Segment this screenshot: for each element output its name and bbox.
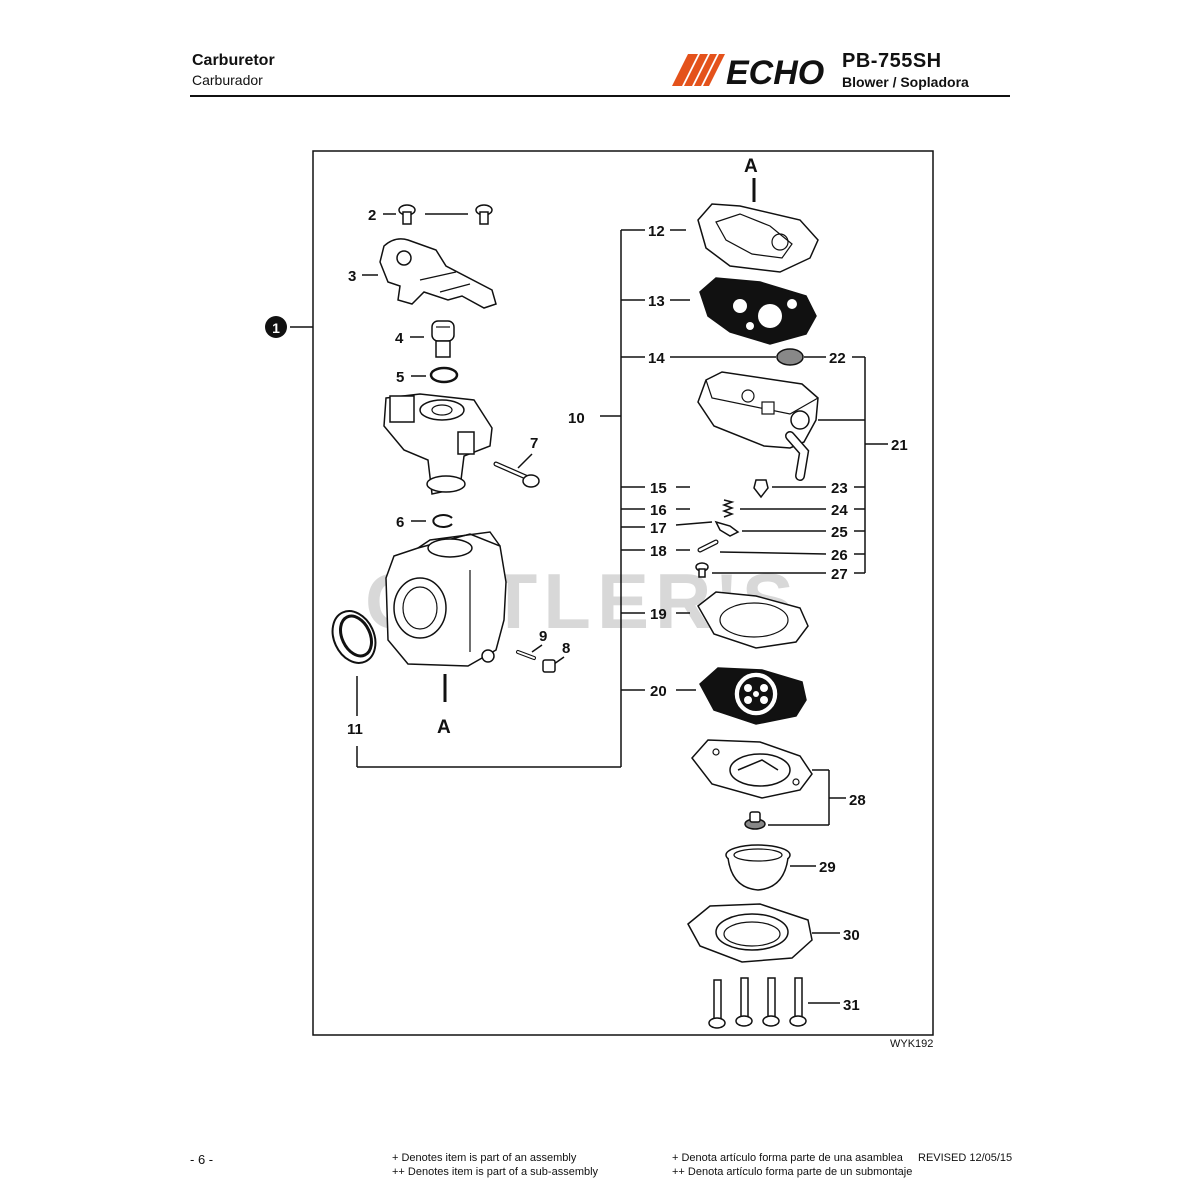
footnote-english: + Denotes item is part of an assembly ++…	[392, 1151, 598, 1179]
callout-19: 19	[650, 606, 667, 623]
diagram-code: WYK192	[890, 1038, 934, 1050]
callout-12: 12	[648, 223, 665, 240]
footnote-subassembly-es: ++ Denota artículo forma parte de un sub…	[672, 1166, 913, 1178]
page-title: Carburetor	[192, 52, 275, 69]
echo-logo: ECHO	[672, 54, 824, 88]
callout-2: 2	[368, 207, 376, 224]
throttle-body-part	[383, 393, 493, 495]
callout-15: 15	[650, 480, 667, 497]
section-marker-top: A	[744, 156, 758, 177]
callout-18: 18	[650, 543, 667, 560]
nut-part	[542, 659, 556, 673]
check-valve-part	[744, 811, 766, 830]
screen-filter-part	[776, 348, 804, 366]
primer-retainer-part	[687, 903, 813, 963]
pump-body-part	[697, 371, 819, 481]
callout-13: 13	[648, 293, 665, 310]
callout-9: 9	[539, 628, 547, 645]
callout-1: 1	[272, 320, 280, 336]
callout-24: 24	[831, 502, 848, 519]
pump-diaphragm-part	[699, 277, 817, 345]
callout-20: 20	[650, 683, 667, 700]
callout-28: 28	[849, 792, 866, 809]
metering-cover-part	[691, 739, 813, 799]
footnote-subassembly-en: ++ Denotes item is part of a sub-assembl…	[392, 1166, 599, 1178]
spring-part	[721, 499, 735, 518]
callout-29: 29	[819, 859, 836, 876]
callout-11: 11	[347, 721, 363, 738]
callout-7: 7	[530, 435, 538, 452]
gasket-part	[697, 203, 819, 273]
callout-5: 5	[396, 369, 404, 386]
diagram-frame	[312, 150, 934, 1036]
callout-3: 3	[348, 268, 356, 285]
small-screw-part	[695, 562, 709, 578]
model-number: PB-755SH	[842, 50, 942, 72]
callout-17: 17	[650, 520, 667, 537]
screw-part	[493, 461, 540, 488]
screw-part	[475, 204, 493, 225]
o-ring-part	[429, 366, 459, 384]
callout-16: 16	[650, 502, 667, 519]
callout-26: 26	[831, 547, 848, 564]
carburetor-body-part	[385, 531, 507, 667]
revision-date: REVISED 12/05/15	[918, 1152, 1013, 1164]
metering-lever-part	[714, 520, 740, 537]
model-description: Blower / Sopladora	[842, 74, 969, 90]
callout-6: 6	[396, 514, 404, 531]
callout-25: 25	[831, 524, 848, 541]
callout-8: 8	[562, 640, 570, 657]
inlet-needle-part	[753, 479, 769, 499]
footnote-assembly-en: + Denotes item is part of an assembly	[392, 1152, 577, 1164]
callout-21: 21	[891, 437, 908, 454]
e-clip-part	[432, 514, 453, 528]
footnote-spanish: + Denota artículo forma parte de una asa…	[672, 1151, 912, 1179]
brand-wordmark: ECHO	[726, 54, 824, 88]
footnote-assembly-es: + Denota artículo forma parte de una asa…	[672, 1152, 903, 1164]
screw-part	[398, 204, 416, 225]
callout-27: 27	[831, 566, 848, 583]
long-screws-part	[708, 977, 807, 1029]
bracket-part	[379, 238, 497, 309]
metering-diaphragm-part	[699, 667, 807, 725]
metering-gasket-part	[697, 591, 809, 649]
primer-bulb-part	[725, 844, 791, 891]
callout-30: 30	[843, 927, 860, 944]
callout-1-badge	[265, 316, 287, 338]
small-screw-part	[516, 650, 536, 660]
callout-4: 4	[395, 330, 404, 347]
callout-23: 23	[831, 480, 848, 497]
header-divider	[190, 95, 1010, 97]
page-number: - 6 -	[190, 1152, 214, 1167]
callout-22: 22	[829, 350, 846, 367]
valve-part	[431, 320, 455, 358]
callout-31: 31	[843, 997, 860, 1014]
seal-ring-part	[331, 610, 377, 664]
callout-14: 14	[648, 350, 665, 367]
section-marker-bottom: A	[437, 717, 451, 738]
logo-stripes	[672, 54, 725, 86]
page-title-spanish: Carburador	[192, 72, 263, 88]
callout-10: 10	[568, 410, 585, 427]
